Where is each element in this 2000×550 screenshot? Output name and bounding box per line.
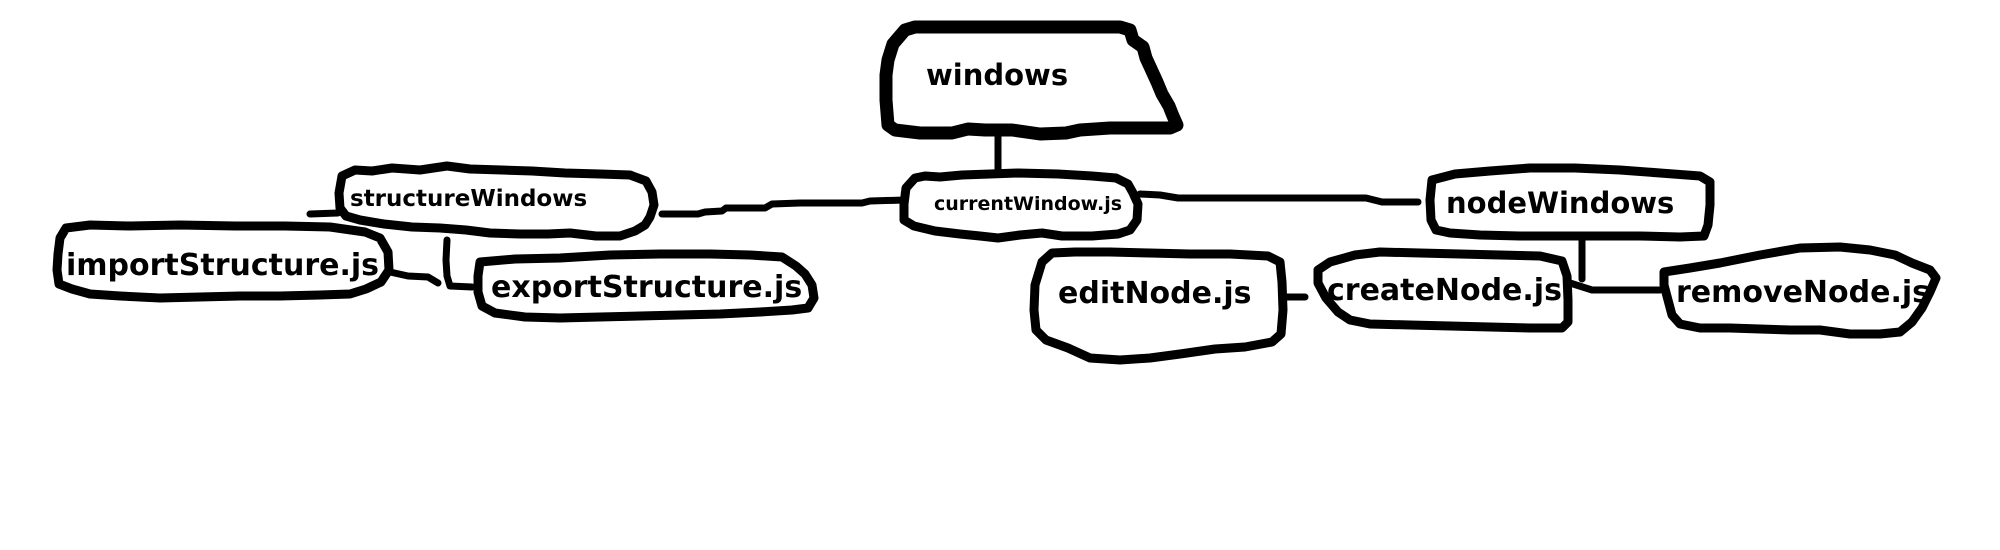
node-edit-node-label: editNode.js [1058,276,1252,311]
node-current-window-outline [899,168,1143,243]
node-windows: windows [879,20,1184,141]
node-structure-windows: structureWindows [306,161,659,241]
node-create-node-label: createNode.js [1327,273,1562,308]
node-structure-windows-stub [306,209,342,218]
node-export-structure-outline [473,249,819,323]
node-structure-windows-outline [334,161,659,241]
node-windows-outline [879,20,1184,141]
edge-currentwindow-nodewindows [1136,190,1422,206]
node-remove-node: removeNode.js [1659,242,1941,339]
node-node-windows: nodeWindows [1425,163,1715,242]
node-edit-node: editNode.js [1029,247,1288,365]
node-import-structure-label: importStructure.js [66,248,379,283]
node-windows-label: windows [926,58,1068,92]
node-structure-windows-label: structureWindows [350,186,587,212]
edge-createnode-removenode [1566,279,1664,294]
node-edit-node-outline [1029,247,1288,365]
node-current-window-label: currentWindow.js [934,193,1122,215]
node-export-structure-label: exportStructure.js [491,270,802,305]
node-current-window: currentWindow.js [899,168,1143,243]
node-export-structure: exportStructure.js [473,249,819,323]
node-import-structure: importStructure.js [52,220,394,303]
node-create-node-outline [1313,247,1573,333]
node-remove-node-label: removeNode.js [1676,275,1930,310]
edge-currentwindow-structurewindows [658,196,909,218]
node-remove-node-outline [1659,242,1941,339]
node-import-structure-outline [52,220,394,303]
edge-structurewindows-export [442,236,476,291]
node-create-node: createNode.js [1313,247,1573,333]
node-node-windows-label: nodeWindows [1446,186,1674,220]
edge-import-export [386,268,442,287]
node-node-windows-outline [1425,163,1715,242]
